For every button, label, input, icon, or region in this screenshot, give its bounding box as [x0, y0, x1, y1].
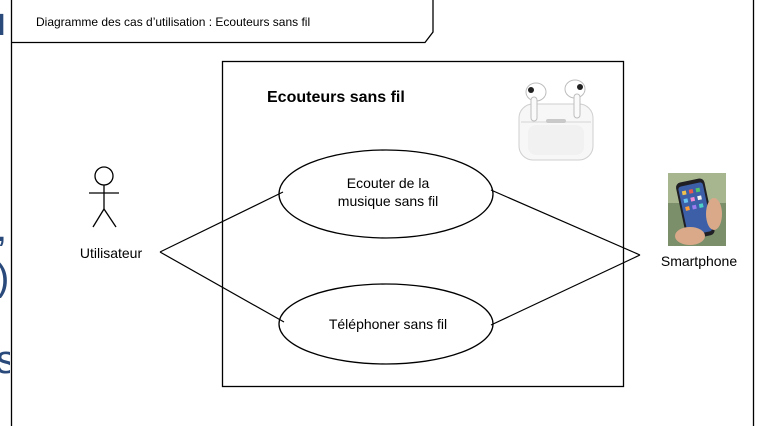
earbuds-image — [518, 79, 594, 161]
association-smartphone-ecouter — [490, 189, 641, 256]
system-boundary — [221, 60, 625, 388]
association-smartphone-telephoner — [490, 254, 641, 326]
diagram-frame — [10, 0, 755, 426]
system-title: Ecouteurs sans fil — [267, 89, 405, 106]
use-case-ecouter-line-1: Ecouter de la — [347, 175, 430, 191]
frame-title: Diagramme des cas d’utilisation : Ecoute… — [36, 15, 310, 29]
actor-smartphone-image — [668, 173, 726, 246]
association-utilisateur-telephoner — [159, 251, 285, 323]
association-utilisateur-ecouter — [159, 191, 284, 253]
actor-smartphone-label: Smartphone — [661, 253, 737, 269]
cropped-edge-glyph-1: ı — [0, 2, 8, 42]
cropped-edge-glyph-4: s — [0, 340, 10, 380]
frame-title-tab — [11, 0, 434, 44]
use-case-telephoner-label: Téléphoner sans fil — [329, 316, 447, 332]
actor-utilisateur-label: Utilisateur — [80, 245, 143, 261]
actor-utilisateur — [89, 166, 119, 228]
cropped-edge-glyph-3: ) — [0, 258, 10, 298]
actor-head-icon — [94, 166, 114, 186]
cropped-edge-glyph-2: , — [0, 208, 10, 248]
use-case-ecouter-line-2: musique sans fil — [338, 193, 438, 209]
